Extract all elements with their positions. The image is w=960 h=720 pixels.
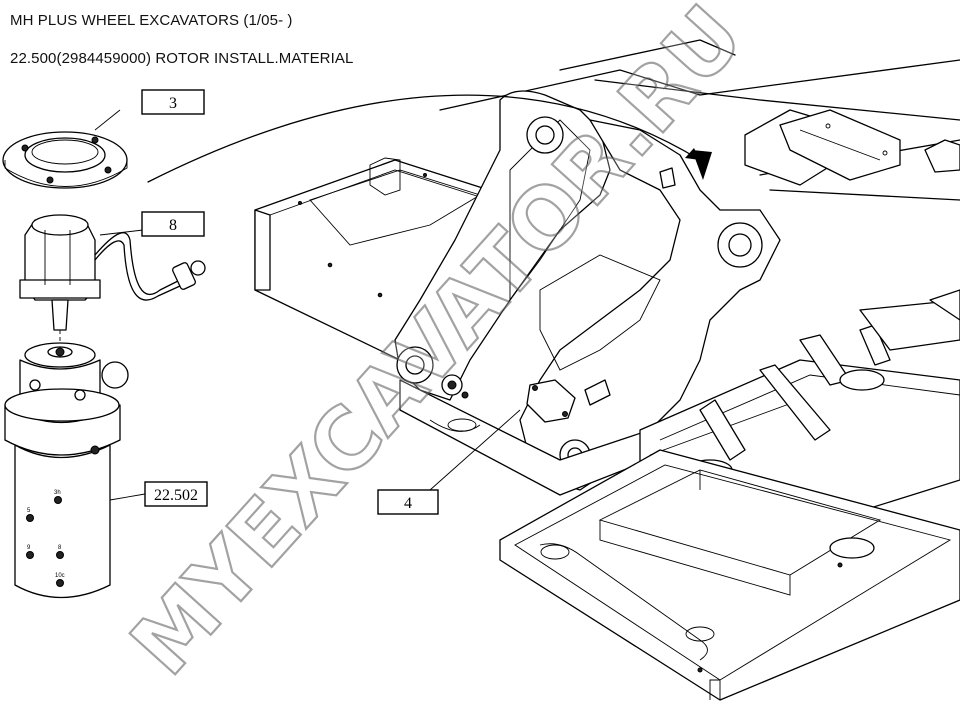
rotor-port-8: 8 xyxy=(58,545,62,551)
part-22502-rotor: 3h 5 9 8 10c xyxy=(4,342,146,599)
diagram-title: MH PLUS WHEEL EXCAVATORS (1/05- ) xyxy=(10,12,293,29)
svg-text:8: 8 xyxy=(169,217,177,234)
svg-text:4: 4 xyxy=(404,495,412,512)
callout-8: 8 xyxy=(141,211,205,237)
callout-3: 3 xyxy=(141,89,205,115)
svg-text:22.502: 22.502 xyxy=(154,487,198,504)
undercarriage-frame xyxy=(254,39,960,701)
callout-22502: 22.502 xyxy=(144,481,208,507)
diagram-subtitle: 22.500(2984459000) ROTOR INSTALL.MATERIA… xyxy=(10,50,354,67)
leader-line-4 xyxy=(429,409,521,491)
part-3-ring-flange xyxy=(2,109,128,189)
rotor-port-3h: 3h xyxy=(54,490,61,496)
part-8-sensor-unit xyxy=(19,214,206,345)
svg-text:3: 3 xyxy=(169,95,177,112)
callout-4: 4 xyxy=(377,489,439,515)
rotor-port-10c: 10c xyxy=(55,573,65,579)
direction-arrow xyxy=(147,94,712,183)
rotor-port-5: 5 xyxy=(27,508,31,514)
rotor-port-9: 9 xyxy=(27,545,31,551)
